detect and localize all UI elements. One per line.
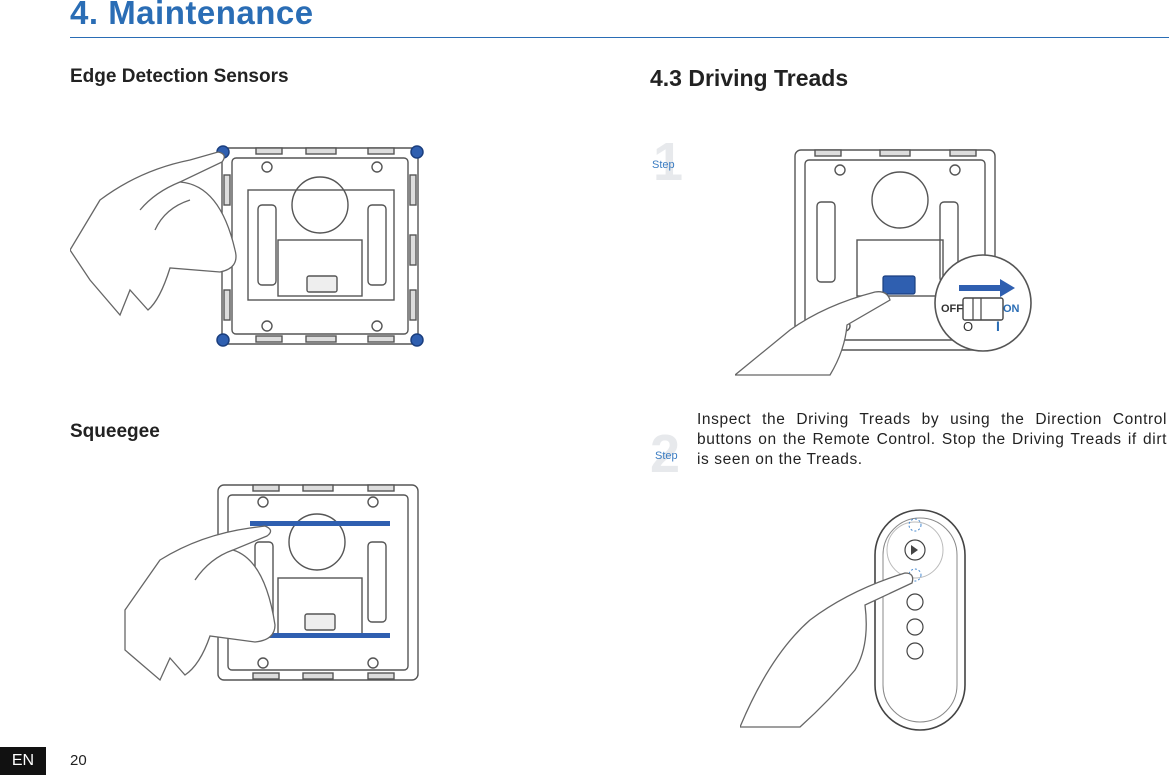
language-badge: EN [0, 747, 46, 775]
hand-illustration [70, 151, 237, 317]
link-icon [906, 642, 924, 660]
switch-on-symbol: I [996, 318, 1000, 334]
driving-treads-heading: 4.3 Driving Treads [650, 65, 849, 91]
section-title: 4. Maintenance [70, 0, 314, 31]
robot-top-view [221, 147, 419, 345]
switch-off-symbol: O [963, 319, 974, 334]
step2-label: Step [655, 450, 678, 462]
edge-sensors-heading: Edge Detection Sensors [70, 66, 289, 87]
step2-number: 2 [650, 424, 681, 484]
step1-number: 1 [653, 132, 684, 192]
remote-control [874, 509, 966, 731]
edge-sensors-illustration [70, 145, 424, 347]
hand-illustration [735, 291, 891, 376]
header-rule [70, 37, 1169, 38]
squeegee-bars [250, 521, 390, 638]
page-number: 20 [70, 752, 87, 769]
power-switch-zoom [934, 254, 1032, 352]
power-icon [906, 618, 924, 636]
squeegee-heading: Squeegee [70, 421, 160, 442]
step2-instructions: Inspect the Driving Treads by using the … [697, 411, 1167, 468]
squeegee-illustration [124, 484, 419, 682]
switch-on-label: ON [1003, 303, 1020, 315]
step1-label: Step [652, 159, 675, 171]
edge-sensor-dots [216, 145, 424, 347]
remote-control-illustration [740, 509, 966, 731]
power-switch-highlight [882, 275, 916, 295]
switch-off-label: OFF [941, 303, 963, 315]
power-switch-illustration [735, 149, 1032, 376]
hand-illustration [740, 572, 914, 728]
hand-illustration [124, 525, 276, 682]
